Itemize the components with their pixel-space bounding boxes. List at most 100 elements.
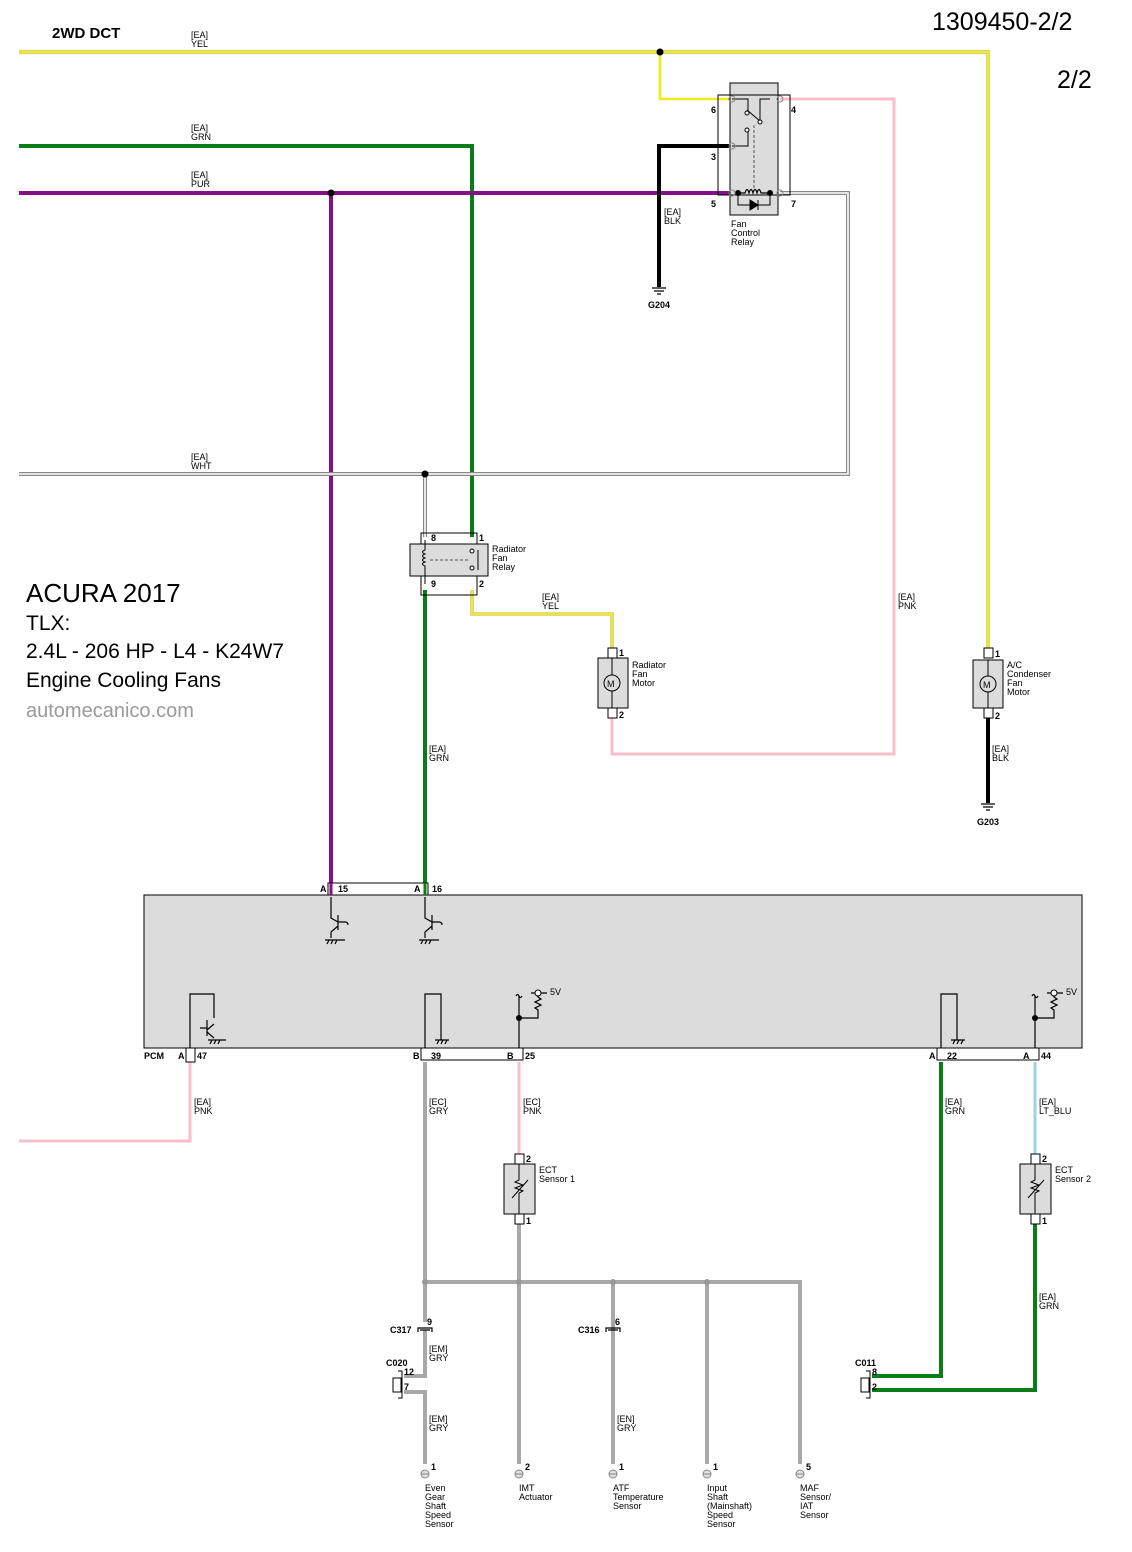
ect-sensor-1[interactable]: 2 1 ECT Sensor 1 [503,1153,575,1226]
destination-label: Even [425,1483,446,1493]
radiator-fan-motor[interactable]: M 1 2 Radiator Fan Motor [597,647,666,720]
wire-label-color: BLK [664,216,681,226]
splice-pur [327,189,335,197]
wire-gry-em2[interactable] [404,1390,427,1464]
wire-gry-bus[interactable] [425,1280,802,1464]
relay-contact-2 [757,119,763,125]
destination-pin: 1 [619,1462,624,1472]
transistor-driver-47 [189,993,226,1048]
wire-label-color: GRN [1039,1301,1059,1311]
caption-model: TLX: [26,612,71,635]
relay-contact-2 [469,565,475,571]
fan-control-relay[interactable]: 6 4 3 5 7 Fan Control Relay [711,82,796,247]
motor-icon [979,675,997,693]
pcm-body [143,894,1083,1049]
pcm-pin-a16-conn: A [414,884,421,894]
ground-icon [981,803,995,811]
wire-grn-top[interactable] [19,144,474,537]
ect2-pin-2: 2 [1042,1154,1047,1164]
document-number: 1309450-2/2 [932,8,1073,36]
page-indicator: 2/2 [1057,66,1092,94]
thermistor-icon [1027,1164,1045,1214]
rad-motor-pin-2: 2 [619,710,624,720]
c011-pin-8: 8 [872,1367,877,1377]
rad-relay-pin-9: 9 [431,579,436,589]
rad-relay-pin-8: 8 [431,533,436,543]
rad-relay-pin-1: 1 [479,533,484,543]
connector-c316[interactable]: C316 6 [578,1317,621,1335]
wire-label-color: GRN [191,132,211,142]
wire-label-harness: [EC] [523,1097,541,1107]
wire-yel-relay-pin6[interactable] [658,52,732,101]
wire-gry-em1[interactable] [404,1330,427,1378]
pcm-pin-b25: 25 [525,1051,535,1061]
pin-box [1030,1153,1041,1165]
connector-c317[interactable]: C317 9 [390,1317,433,1335]
pullup-resistor-44 [1031,989,1063,1048]
pin-circle [728,189,736,197]
pcm-name-label: PCM [144,1051,164,1061]
ac-condenser-fan-motor[interactable]: M 1 2 A/C Condenser Fan Motor [972,647,1051,721]
wire-labels: [EA] YEL [EA] GRN [EA] PUR [EA] BLK [EA]… [191,30,1071,1433]
fan-control-relay-label-1: Fan [731,219,747,229]
pcm-module[interactable]: A 15 A 16 5V 5V PCM [143,882,1083,1063]
wire-label-harness: [EA] [191,452,208,462]
transistor-driver-15 [325,897,349,945]
wire-label-harness: [EA] [1039,1097,1056,1107]
transistor-driver-16 [419,897,443,945]
c011-label: C011 [855,1358,876,1368]
radiator-fan-relay[interactable]: 8 1 9 2 Radiator Fan Relay [409,532,526,596]
rad-motor-label-2: Fan [632,669,648,679]
pcm-pin-b39-conn: B [413,1051,420,1061]
motor-symbol: M [983,680,991,690]
wire-label-harness: [EA] [542,592,559,602]
pcm-pin-b25-conn: B [507,1051,514,1061]
wire-pnk-pcm47[interactable] [19,1062,192,1143]
wire-label-harness: [EA] [992,744,1009,754]
pcm-connector-a47 [185,1047,196,1063]
wire-label-color: YEL [542,601,559,611]
pin-box [983,647,994,659]
destination-label: Temperature [613,1492,664,1502]
connector-c020[interactable]: C020 12 7 [386,1358,414,1399]
pin-circle [728,95,736,103]
wire-label-harness: [EN] [617,1414,635,1424]
relay-pin-4: 4 [791,105,796,115]
wire-blk-relay-ground[interactable] [657,144,732,287]
fan-control-relay-label-2: Control [731,228,760,238]
wire-label-harness: [EA] [194,1097,211,1107]
ect2-label-1: ECT [1055,1165,1074,1175]
ect1-label-1: ECT [539,1165,558,1175]
relay-coil [422,540,427,584]
wire-wht[interactable] [19,191,850,476]
ground-g204: G204 [648,287,670,310]
ect-sensor-2[interactable]: 2 1 ECT Sensor 2 [1019,1153,1091,1226]
pcm-5v-label-25: 5V [550,987,561,997]
rad-relay-label-1: Radiator [492,544,526,554]
relay-pin-frame [717,94,791,196]
destination-label: Shaft [707,1492,729,1502]
pcm-pin-a47: 47 [197,1051,207,1061]
wire-label-harness: [EA] [898,592,915,602]
wires [19,48,1037,1464]
wire-grn-pcm22[interactable] [872,1062,943,1378]
destination-label: Sensor [707,1519,736,1529]
destination-label: Sensor [425,1519,454,1529]
relay-contact-1 [744,110,750,116]
destination-label: Gear [425,1492,445,1502]
pin-box [983,707,994,719]
rad-motor-pin-1: 1 [619,648,624,658]
destination-label: Actuator [519,1492,553,1502]
wire-label-harness: [EC] [429,1097,447,1107]
wire-pnk-relay-motor[interactable] [610,97,896,756]
c020-label: C020 [386,1358,408,1368]
destination-pin: 5 [806,1462,811,1472]
pcm-pin-b39: 39 [431,1051,441,1061]
wire-grn-ect2[interactable] [872,1224,1037,1392]
connector-c011[interactable]: C011 8 2 [855,1358,877,1399]
